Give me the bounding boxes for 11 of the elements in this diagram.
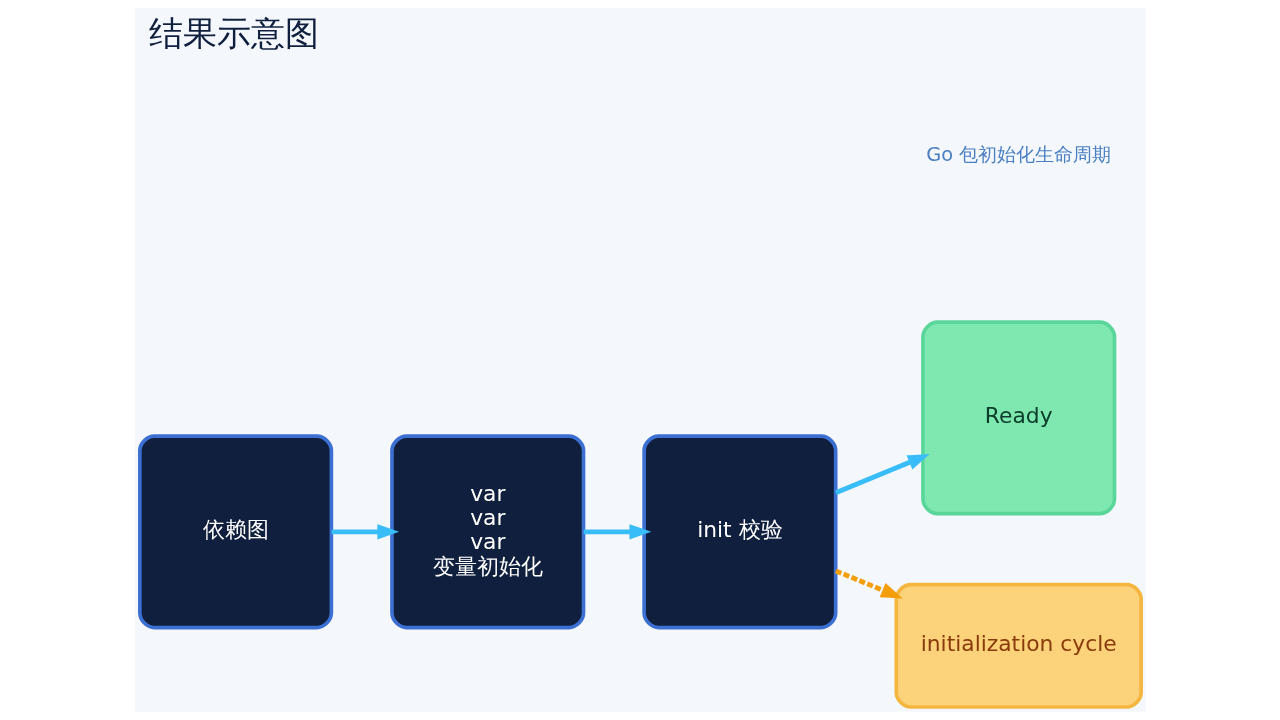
arrow	[834, 568, 903, 599]
node-box: init 校验	[641, 434, 837, 630]
arrow	[331, 524, 399, 540]
diagram-title: 结果示意图	[148, 13, 319, 53]
node-box: Ready	[920, 320, 1116, 516]
arrow	[834, 454, 930, 496]
node-box: initialization cycle	[893, 582, 1143, 709]
node-box: var var var 变量初始化	[389, 434, 585, 630]
node-box: 依赖图	[137, 434, 333, 630]
arrow	[583, 524, 651, 540]
label: Go 包初始化生命周期	[925, 142, 1111, 166]
